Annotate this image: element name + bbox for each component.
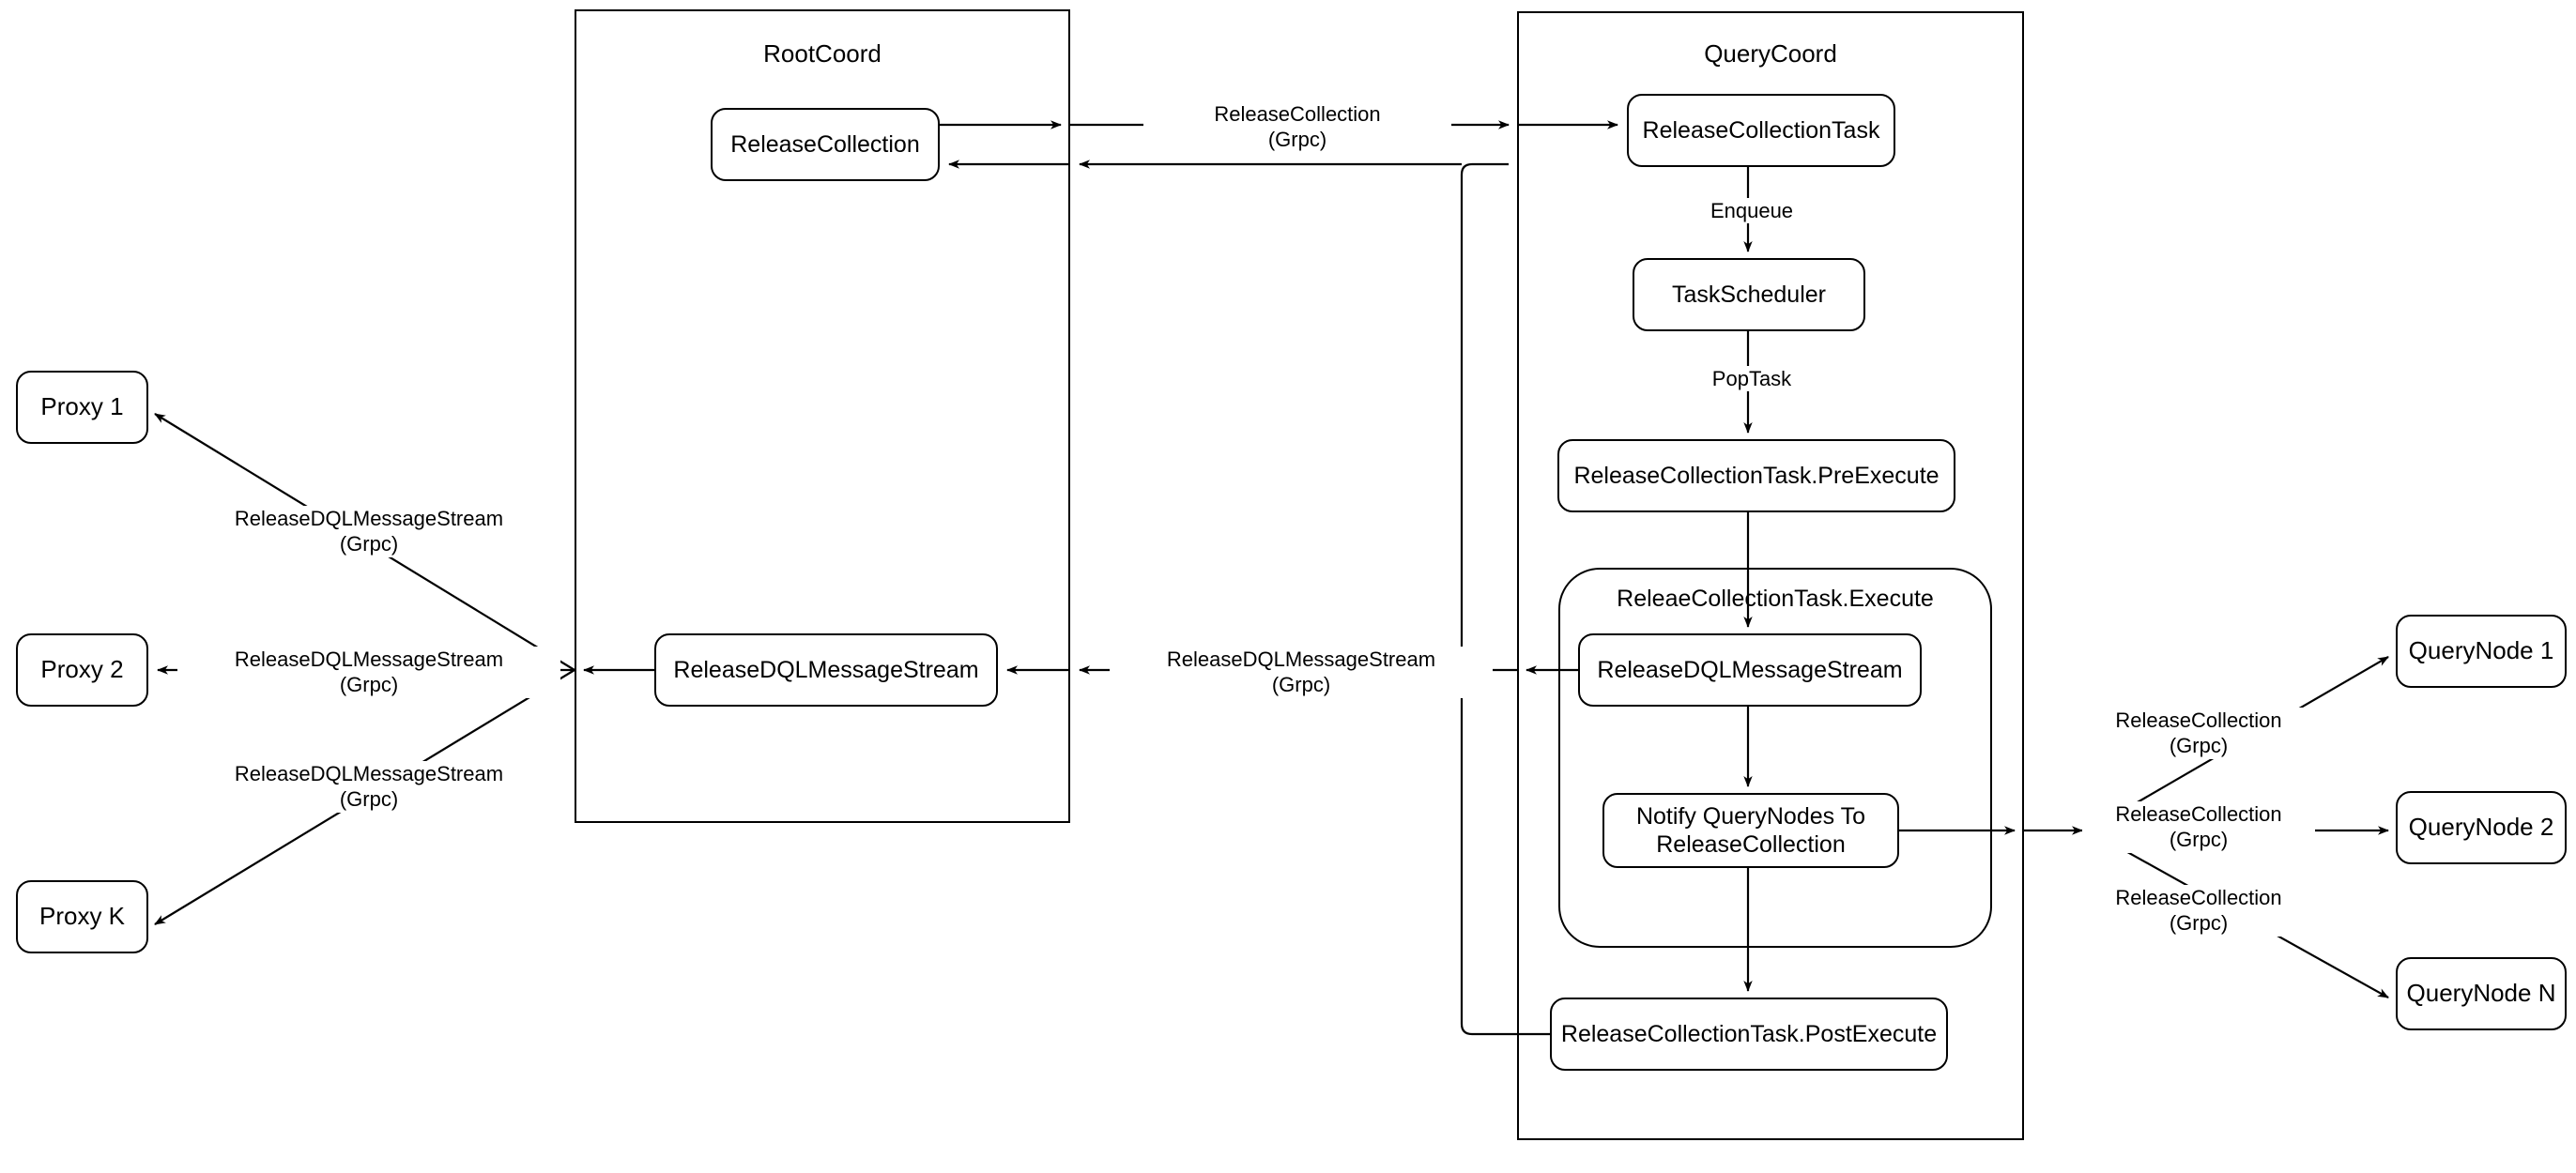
node-rootcoord-releasecollection[interactable]: ReleaseCollection bbox=[711, 108, 940, 181]
edge-label-releasecollection-grpc-querynode-1: ReleaseCollection (Grpc) bbox=[2082, 708, 2315, 759]
edge-label-poptask: PopTask bbox=[1673, 366, 1831, 392]
panel-rootcoord bbox=[575, 9, 1070, 823]
panel-querycoord-title: QueryCoord bbox=[1704, 39, 1837, 68]
node-taskscheduler[interactable]: TaskScheduler bbox=[1633, 258, 1865, 331]
node-proxy-k[interactable]: Proxy K bbox=[16, 880, 148, 953]
node-querynode-n[interactable]: QueryNode N bbox=[2396, 957, 2567, 1030]
panel-rootcoord-title: RootCoord bbox=[763, 39, 882, 68]
node-notify-querynodes-to-releasecollection[interactable]: Notify QueryNodes To ReleaseCollection bbox=[1602, 793, 1899, 868]
node-releasecollectiontask-postexecute[interactable]: ReleaseCollectionTask.PostExecute bbox=[1550, 998, 1948, 1071]
edge-label-releasedqlmessagestream-grpc-proxy-k: ReleaseDQLMessageStream (Grpc) bbox=[177, 761, 560, 813]
panel-querycoord bbox=[1517, 11, 2024, 1140]
group-execute-label: ReleaeCollectionTask.Execute bbox=[1617, 586, 1934, 612]
node-proxy-1[interactable]: Proxy 1 bbox=[16, 371, 148, 444]
edge-label-releasecollection-grpc-querynode-n: ReleaseCollection (Grpc) bbox=[2082, 885, 2315, 937]
node-querycoord-releasedqlmessagestream[interactable]: ReleaseDQLMessageStream bbox=[1578, 633, 1922, 707]
node-releasecollectiontask-preexecute[interactable]: ReleaseCollectionTask.PreExecute bbox=[1557, 439, 1955, 512]
node-rootcoord-releasedqlmessagestream[interactable]: ReleaseDQLMessageStream bbox=[654, 633, 998, 707]
edge-label-releasedqlmessagestream-grpc-querycoord-rootcoord: ReleaseDQLMessageStream (Grpc) bbox=[1110, 647, 1493, 698]
edge-label-enqueue: Enqueue bbox=[1673, 198, 1831, 224]
node-releasecollectiontask[interactable]: ReleaseCollectionTask bbox=[1627, 94, 1895, 167]
edge-label-releasedqlmessagestream-grpc-proxy-1: ReleaseDQLMessageStream (Grpc) bbox=[177, 506, 560, 557]
edge-label-releasecollection-grpc-querynode-2: ReleaseCollection (Grpc) bbox=[2082, 801, 2315, 853]
node-querynode-2[interactable]: QueryNode 2 bbox=[2396, 791, 2567, 864]
edge-label-releasecollection-grpc-rootcoord-querycoord: ReleaseCollection (Grpc) bbox=[1143, 101, 1451, 153]
node-proxy-2[interactable]: Proxy 2 bbox=[16, 633, 148, 707]
edge-label-releasedqlmessagestream-grpc-proxy-2: ReleaseDQLMessageStream (Grpc) bbox=[177, 647, 560, 698]
group-releasecollectiontask-execute bbox=[1558, 568, 1992, 948]
node-querynode-1[interactable]: QueryNode 1 bbox=[2396, 615, 2567, 688]
